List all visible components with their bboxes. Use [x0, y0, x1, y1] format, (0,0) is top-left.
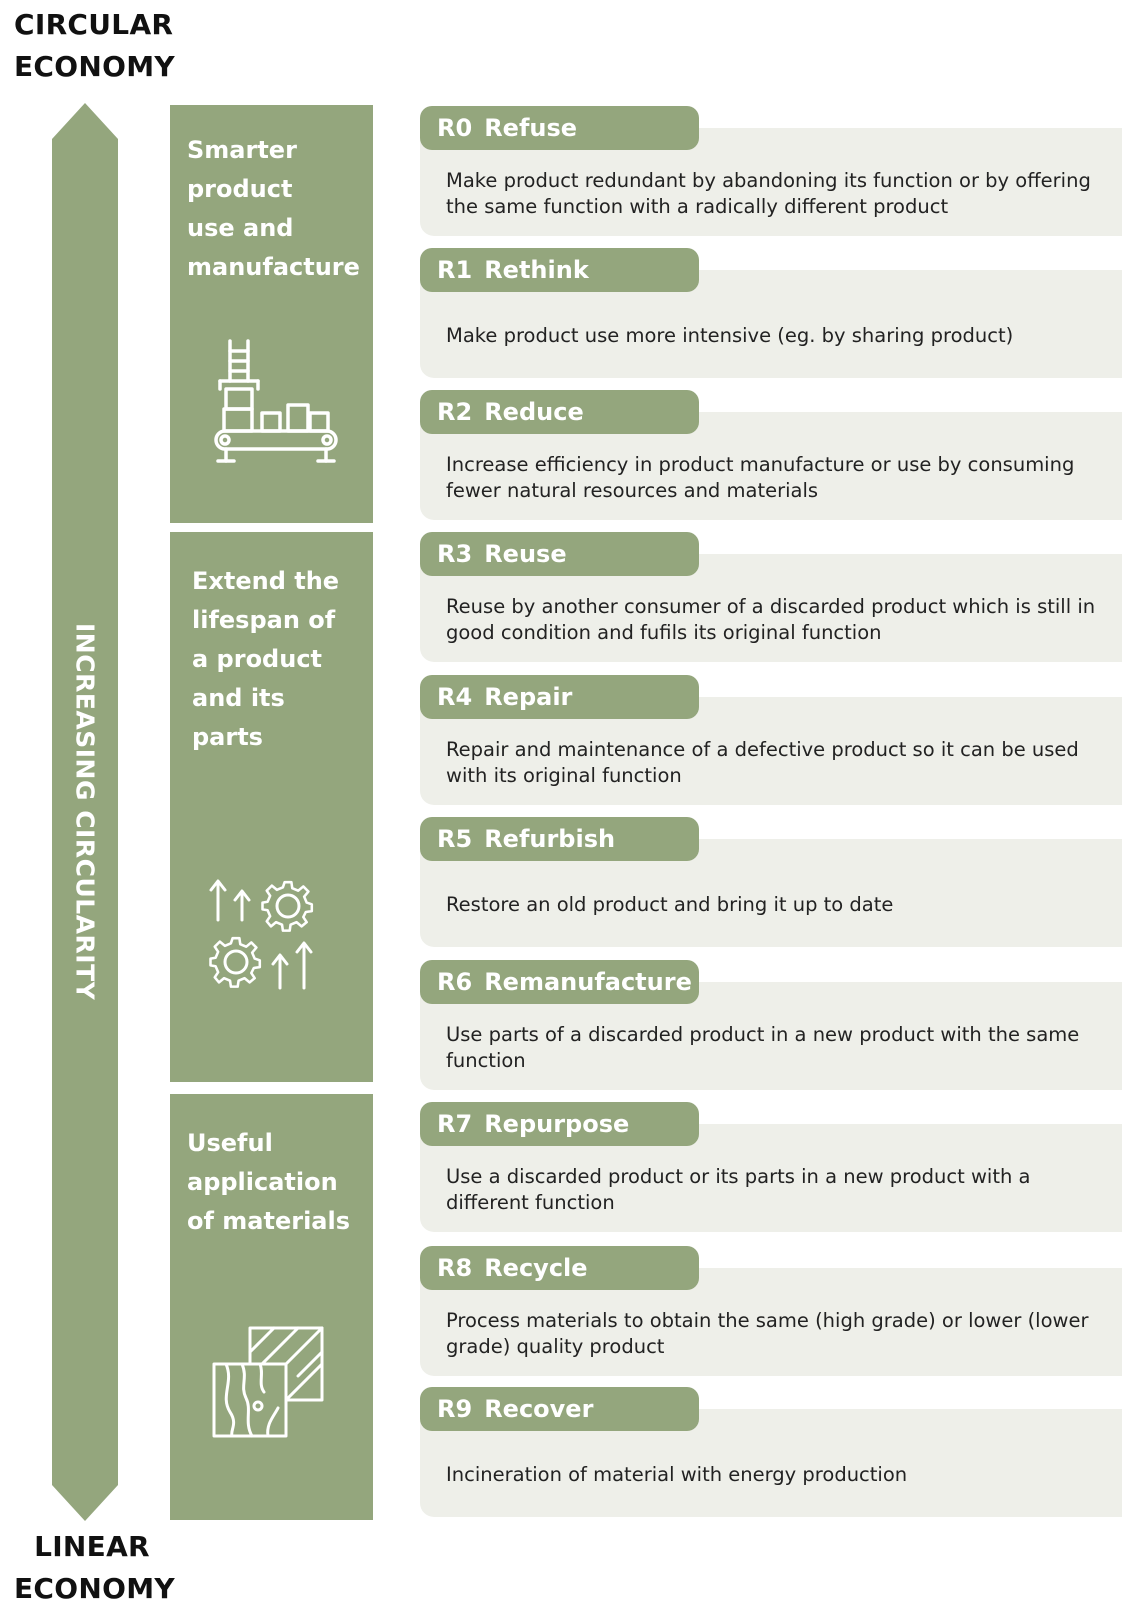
- strategy-name: Refuse: [484, 114, 578, 142]
- strategy-description: Repair and maintenance of a defective pr…: [446, 738, 1079, 787]
- strategy-description: Make product redundant by abandoning its…: [446, 169, 1091, 218]
- strategy-tab: R1 Rethink: [420, 248, 699, 292]
- gears-arrows-icon: [209, 879, 314, 990]
- category-extend-lifespan: Extend the lifespan of a product and its…: [170, 532, 373, 1082]
- strategy-code: R8: [437, 1254, 473, 1282]
- arrow-label: INCREASING CIRCULARITY: [70, 623, 100, 1001]
- linear-economy-label: LINEAR ECONOMY: [14, 1526, 175, 1610]
- circular-economy-label: CIRCULAR ECONOMY: [14, 4, 175, 88]
- bottom-label-line-1: LINEAR: [34, 1530, 150, 1563]
- strategy-code: R0: [437, 114, 473, 142]
- strategy-description: Restore an old product and bring it up t…: [446, 893, 894, 916]
- strategy-description: Reuse by another consumer of a discarded…: [446, 595, 1096, 644]
- strategy-name: Reuse: [484, 540, 567, 568]
- strategy-code: R5: [437, 825, 473, 853]
- strategy-name: Refurbish: [484, 825, 616, 853]
- category-title: Useful application of materials: [187, 1129, 351, 1235]
- strategy-description: Increase efficiency in product manufactu…: [446, 453, 1075, 502]
- strategy-name: Recycle: [484, 1254, 588, 1282]
- double-arrow-icon: [52, 103, 118, 1521]
- circularity-arrow: INCREASING CIRCULARITY: [52, 103, 118, 1521]
- strategy-name: Reduce: [484, 398, 584, 426]
- strategy-tab: R2 Reduce: [420, 390, 699, 434]
- category-smarter-use: Smarter product use and manufacture: [170, 105, 373, 523]
- strategy-tab: R7 Repurpose: [420, 1102, 699, 1146]
- strategy-description: Incineration of material with energy pro…: [446, 1463, 908, 1486]
- strategy-name: Recover: [484, 1395, 594, 1423]
- strategy-description: Make product use more intensive (eg. by …: [446, 324, 1014, 347]
- strategy-name: Rethink: [484, 256, 589, 284]
- strategy-name: Repair: [484, 683, 573, 711]
- strategy-tab: R3 Reuse: [420, 532, 699, 576]
- strategy-tab: R4 Repair: [420, 675, 699, 719]
- strategy-code: R2: [437, 398, 473, 426]
- category-title: Extend the lifespan of a product and its…: [192, 567, 340, 751]
- bottom-label-line-2: ECONOMY: [14, 1572, 175, 1605]
- top-label-line-1: CIRCULAR: [14, 8, 174, 41]
- strategy-code: R3: [437, 540, 473, 568]
- strategy-tab: R6 Remanufacture: [420, 960, 699, 1004]
- strategy-code: R4: [437, 683, 473, 711]
- material-samples-icon: [212, 1326, 324, 1438]
- category-title: Smarter product use and manufacture: [187, 136, 360, 281]
- category-useful-materials: Useful application of materials: [170, 1094, 373, 1520]
- strategy-tab: R8 Recycle: [420, 1246, 699, 1290]
- strategy-name: Repurpose: [484, 1110, 630, 1138]
- strategy-code: R7: [437, 1110, 473, 1138]
- strategy-code: R9: [437, 1395, 473, 1423]
- top-label-line-2: ECONOMY: [14, 50, 175, 83]
- strategy-description: Process materials to obtain the same (hi…: [446, 1309, 1089, 1358]
- strategy-tab: R0 Refuse: [420, 106, 699, 150]
- strategy-tab: R9 Recover: [420, 1387, 699, 1431]
- factory-conveyor-icon: [214, 339, 338, 463]
- strategy-tab: R5 Refurbish: [420, 817, 699, 861]
- strategy-code: R1: [437, 256, 473, 284]
- strategy-description: Use a discarded product or its parts in …: [446, 1165, 1031, 1214]
- strategy-code: R6: [437, 968, 473, 996]
- strategy-description: Use parts of a discarded product in a ne…: [446, 1023, 1080, 1072]
- strategy-name: Remanufacture: [484, 968, 692, 996]
